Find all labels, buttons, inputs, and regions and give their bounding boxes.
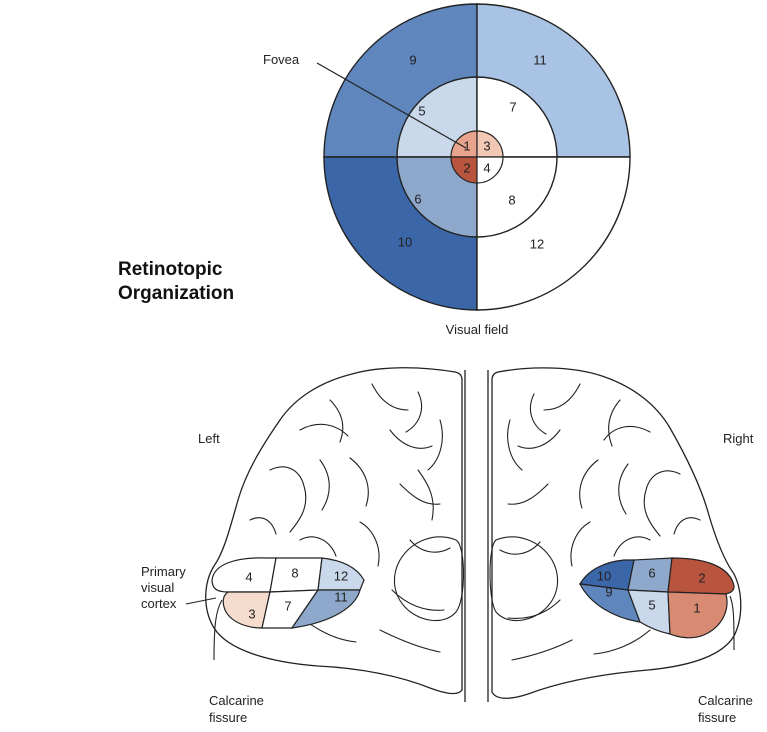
sector-11-label: 11 — [533, 53, 547, 68]
right-region-5-label: 5 — [648, 598, 655, 613]
sector-5-label: 5 — [418, 104, 425, 119]
visual-field-diagram: 9 11 10 12 5 7 6 8 1 3 2 4 Fovea Visual … — [263, 4, 630, 337]
left-region-11-label: 11 — [334, 590, 348, 605]
sector-4-label: 4 — [483, 161, 490, 176]
sector-3-label: 3 — [483, 139, 490, 154]
left-region-3-label: 3 — [248, 607, 255, 622]
fovea-label: Fovea — [263, 52, 300, 67]
brain-diagram: 4 8 12 3 7 11 10 6 2 9 5 1 Left Right Pr… — [141, 368, 754, 725]
sector-1-label: 1 — [463, 139, 470, 154]
primary-cortex-line-3: cortex — [141, 596, 177, 611]
sector-2-label: 2 — [463, 161, 470, 176]
sector-6-label: 6 — [414, 192, 421, 207]
right-region-1-label: 1 — [693, 601, 700, 616]
right-region-2-label: 2 — [698, 571, 705, 586]
calcarine-left-line-1: Calcarine — [209, 693, 264, 708]
sector-8-label: 8 — [508, 193, 515, 208]
title-line-2: Organization — [118, 283, 234, 304]
sector-7-label: 7 — [509, 100, 516, 115]
right-region-6-label: 6 — [648, 566, 655, 581]
right-region-10-label: 10 — [597, 569, 611, 584]
left-region-4-label: 4 — [245, 570, 252, 585]
right-region-9-label: 9 — [605, 585, 612, 600]
right-label: Right — [723, 431, 754, 446]
title-line-1: Retinotopic — [118, 259, 223, 280]
sector-12-label: 12 — [530, 237, 544, 252]
left-hemisphere-outline — [206, 368, 462, 694]
calcarine-right-line-2: fissure — [698, 710, 736, 725]
right-hemisphere-outline — [492, 368, 741, 698]
sector-10-label: 10 — [398, 235, 412, 250]
calcarine-left-line-2: fissure — [209, 710, 247, 725]
visual-field-caption: Visual field — [446, 322, 509, 337]
left-region-8-label: 8 — [291, 566, 298, 581]
left-label: Left — [198, 431, 220, 446]
left-region-12-label: 12 — [334, 569, 348, 584]
primary-cortex-line-2: visual — [141, 580, 174, 595]
sector-9-label: 9 — [409, 53, 416, 68]
left-region-7-label: 7 — [284, 599, 291, 614]
primary-cortex-line-1: Primary — [141, 564, 186, 579]
calcarine-right-line-1: Calcarine — [698, 693, 753, 708]
